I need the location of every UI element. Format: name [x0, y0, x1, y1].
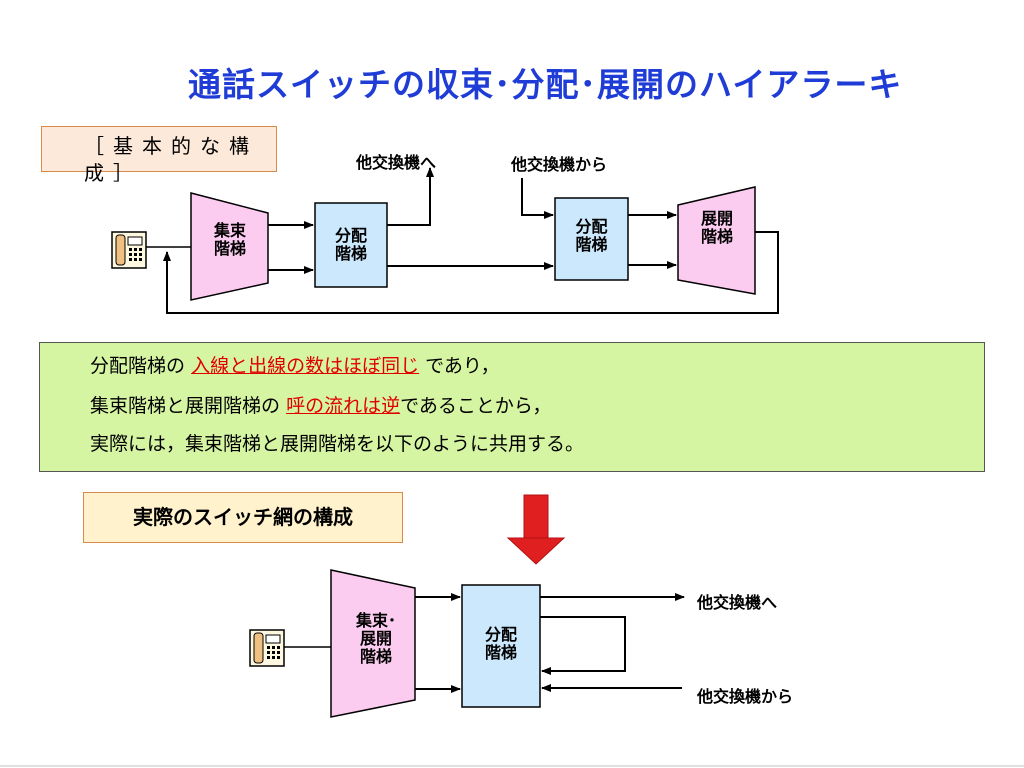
from-other-exchange-bottom-label: 他交換機から	[697, 687, 794, 706]
distribution-stage-1-label: 分配 階梯	[334, 226, 367, 263]
note-line-1-prefix: 分配階梯の	[90, 355, 186, 377]
note-line-1-suffix: であり，	[425, 355, 500, 377]
expansion-stage-label: 展開 階梯	[700, 209, 733, 246]
telephone-icon	[249, 629, 285, 667]
concentration-stage-label: 集束 階梯	[213, 221, 246, 258]
arrow-internal-loop	[540, 616, 626, 675]
note-box: 分配階梯の 入線と出線の数はほぼ同じ であり， 集束階梯と展開階梯の 呼の流れは…	[39, 342, 985, 472]
note-line-2-prefix: 集束階梯と展開階梯の	[90, 395, 281, 417]
combined-stage-shape	[330, 569, 416, 718]
note-line-1: 分配階梯の 入線と出線の数はほぼ同じ であり，	[90, 351, 500, 378]
note-line-2-suffix: であることから，	[400, 395, 552, 417]
note-line-2-highlight: 呼の流れは逆	[286, 395, 401, 417]
basic-config-label: ［基本的な構成］	[41, 126, 277, 185]
distribution-stage-1-shape	[314, 202, 388, 288]
distribution-stage-2-label: 分配 階梯	[575, 217, 608, 254]
note-line-1-highlight: 入線と出線の数はほぼ同じ	[191, 355, 420, 377]
to-other-exchange-bottom-label: 他交換機へ	[697, 593, 778, 612]
arrow-to-other-exchange	[387, 167, 434, 226]
note-line-2: 集束階梯と展開階梯の 呼の流れは逆であることから，	[90, 391, 551, 418]
distribution-stage-2-shape	[554, 197, 629, 281]
down-arrow-icon	[506, 494, 566, 565]
note-line-3: 実際には，集束階梯と展開階梯を以下のように共用する。	[90, 433, 585, 455]
telephone-icon	[111, 231, 147, 269]
distribution-stage-bottom-label: 分配 階梯	[484, 625, 517, 662]
arrow-from-other-exchange	[521, 178, 554, 219]
concentration-stage-shape	[190, 192, 269, 301]
combined-stage-label: 集束･ 展開 階梯	[355, 611, 396, 666]
actual-config-label: 実際のスイッチ網の構成	[83, 492, 403, 543]
distribution-stage-bottom-shape	[461, 584, 541, 708]
expansion-stage-shape	[677, 186, 756, 295]
to-other-exchange-label: 他交換機へ	[356, 153, 437, 172]
page-title: 通話スイッチの収束･分配･展開のハイアラーキ	[188, 65, 903, 104]
arrow-return-loop	[163, 231, 779, 314]
from-other-exchange-label: 他交換機から	[511, 155, 608, 174]
